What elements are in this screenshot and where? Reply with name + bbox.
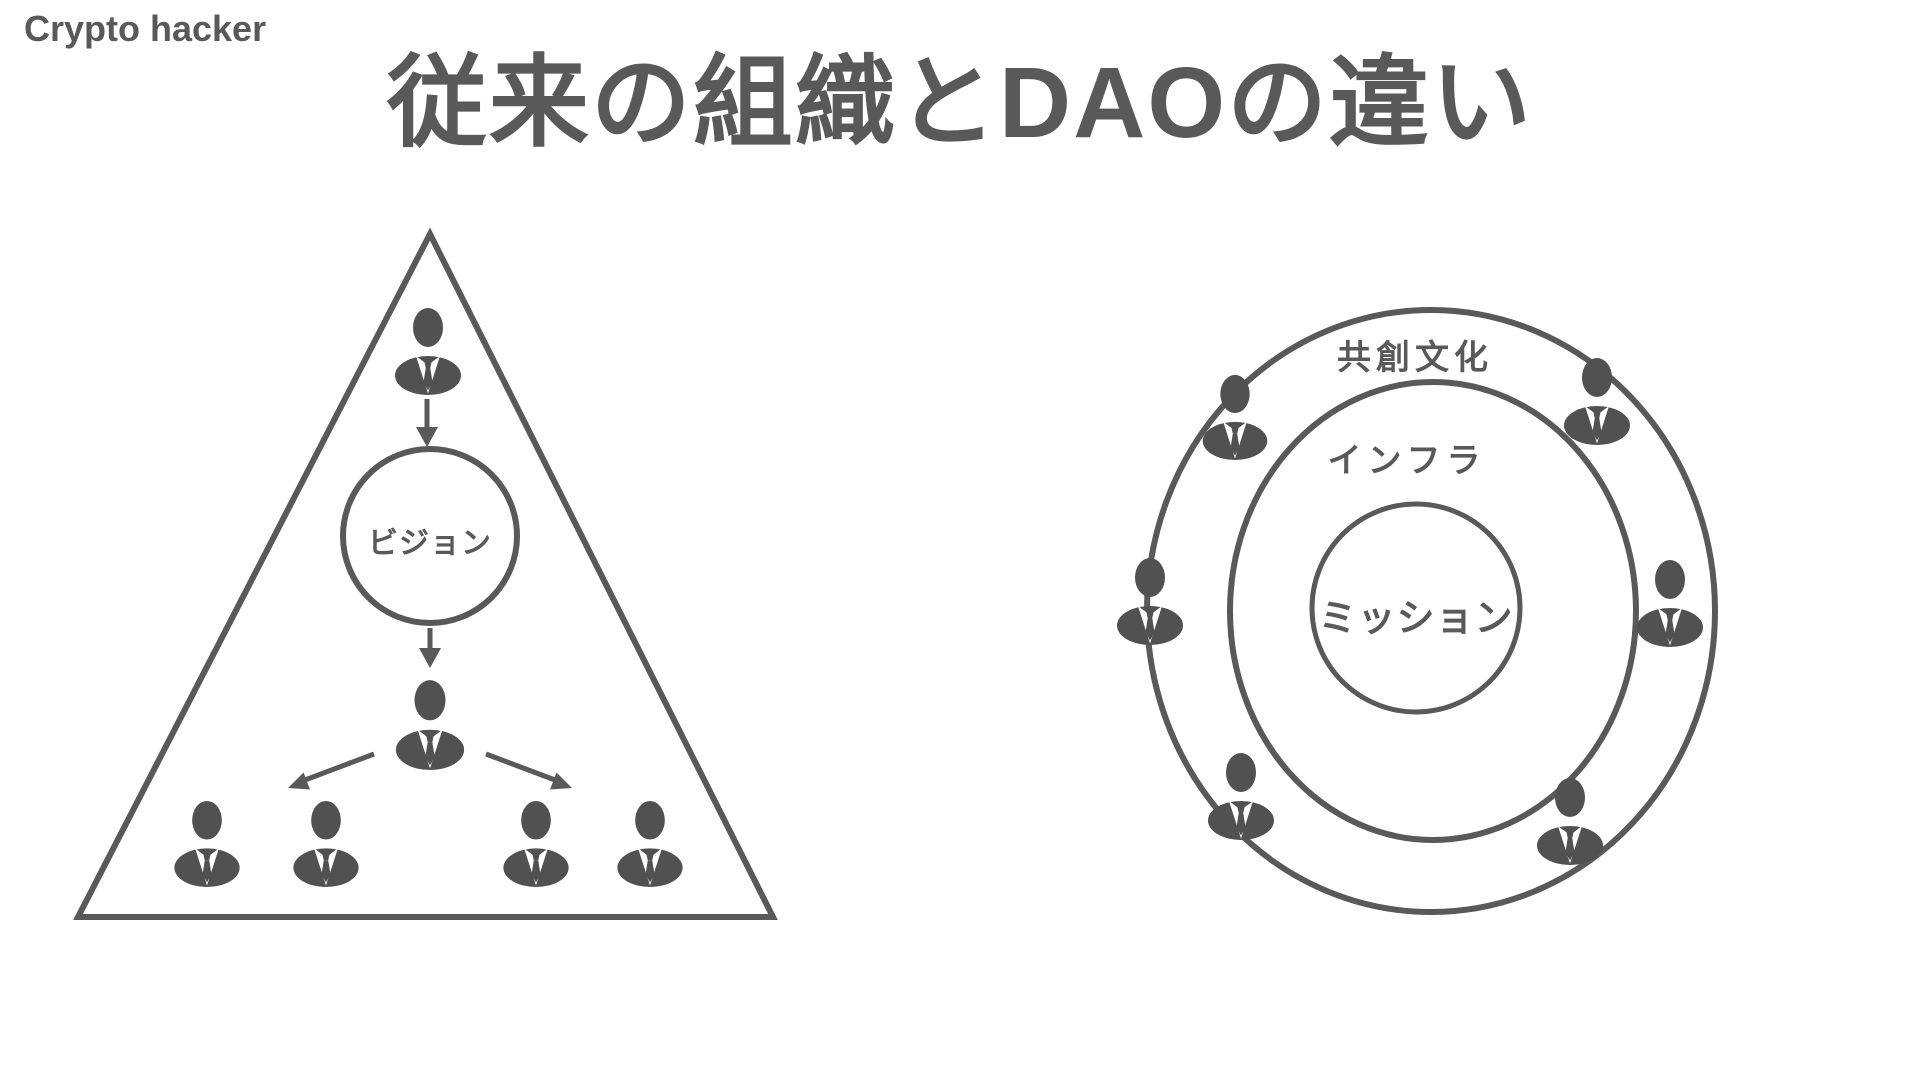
down-arrow-icon [419,628,441,668]
vision-circle [340,446,520,626]
person-icon [174,800,240,887]
mission-label: ミッション [1318,598,1514,640]
person-icon [1564,358,1630,445]
person-icon [503,800,569,887]
inner-mission-circle [1309,501,1523,715]
pyramid-diagram [73,227,778,920]
person-icon [1537,778,1603,865]
pyramid-triangle-outline [73,227,778,920]
dao-diagram [1117,307,1718,915]
person-icon [395,308,461,395]
down-arrow-icon [416,399,438,447]
person-icon [1208,753,1274,840]
brand-text: Crypto hacker [24,8,267,49]
diagonal-arrow-icon [485,751,572,790]
person-icon [1637,560,1703,647]
person-icon [395,680,465,770]
infra-label: インフラ [1327,442,1487,480]
person-icon [617,800,683,887]
vision-label: ビジョン [368,527,492,560]
page-title: 従来の組織とDAOの違い [386,47,1534,159]
culture-label: 共創文化 [1337,339,1493,377]
middle-infra-circle [1227,379,1639,843]
person-icon [293,800,359,887]
diagonal-arrow-icon [288,751,375,790]
